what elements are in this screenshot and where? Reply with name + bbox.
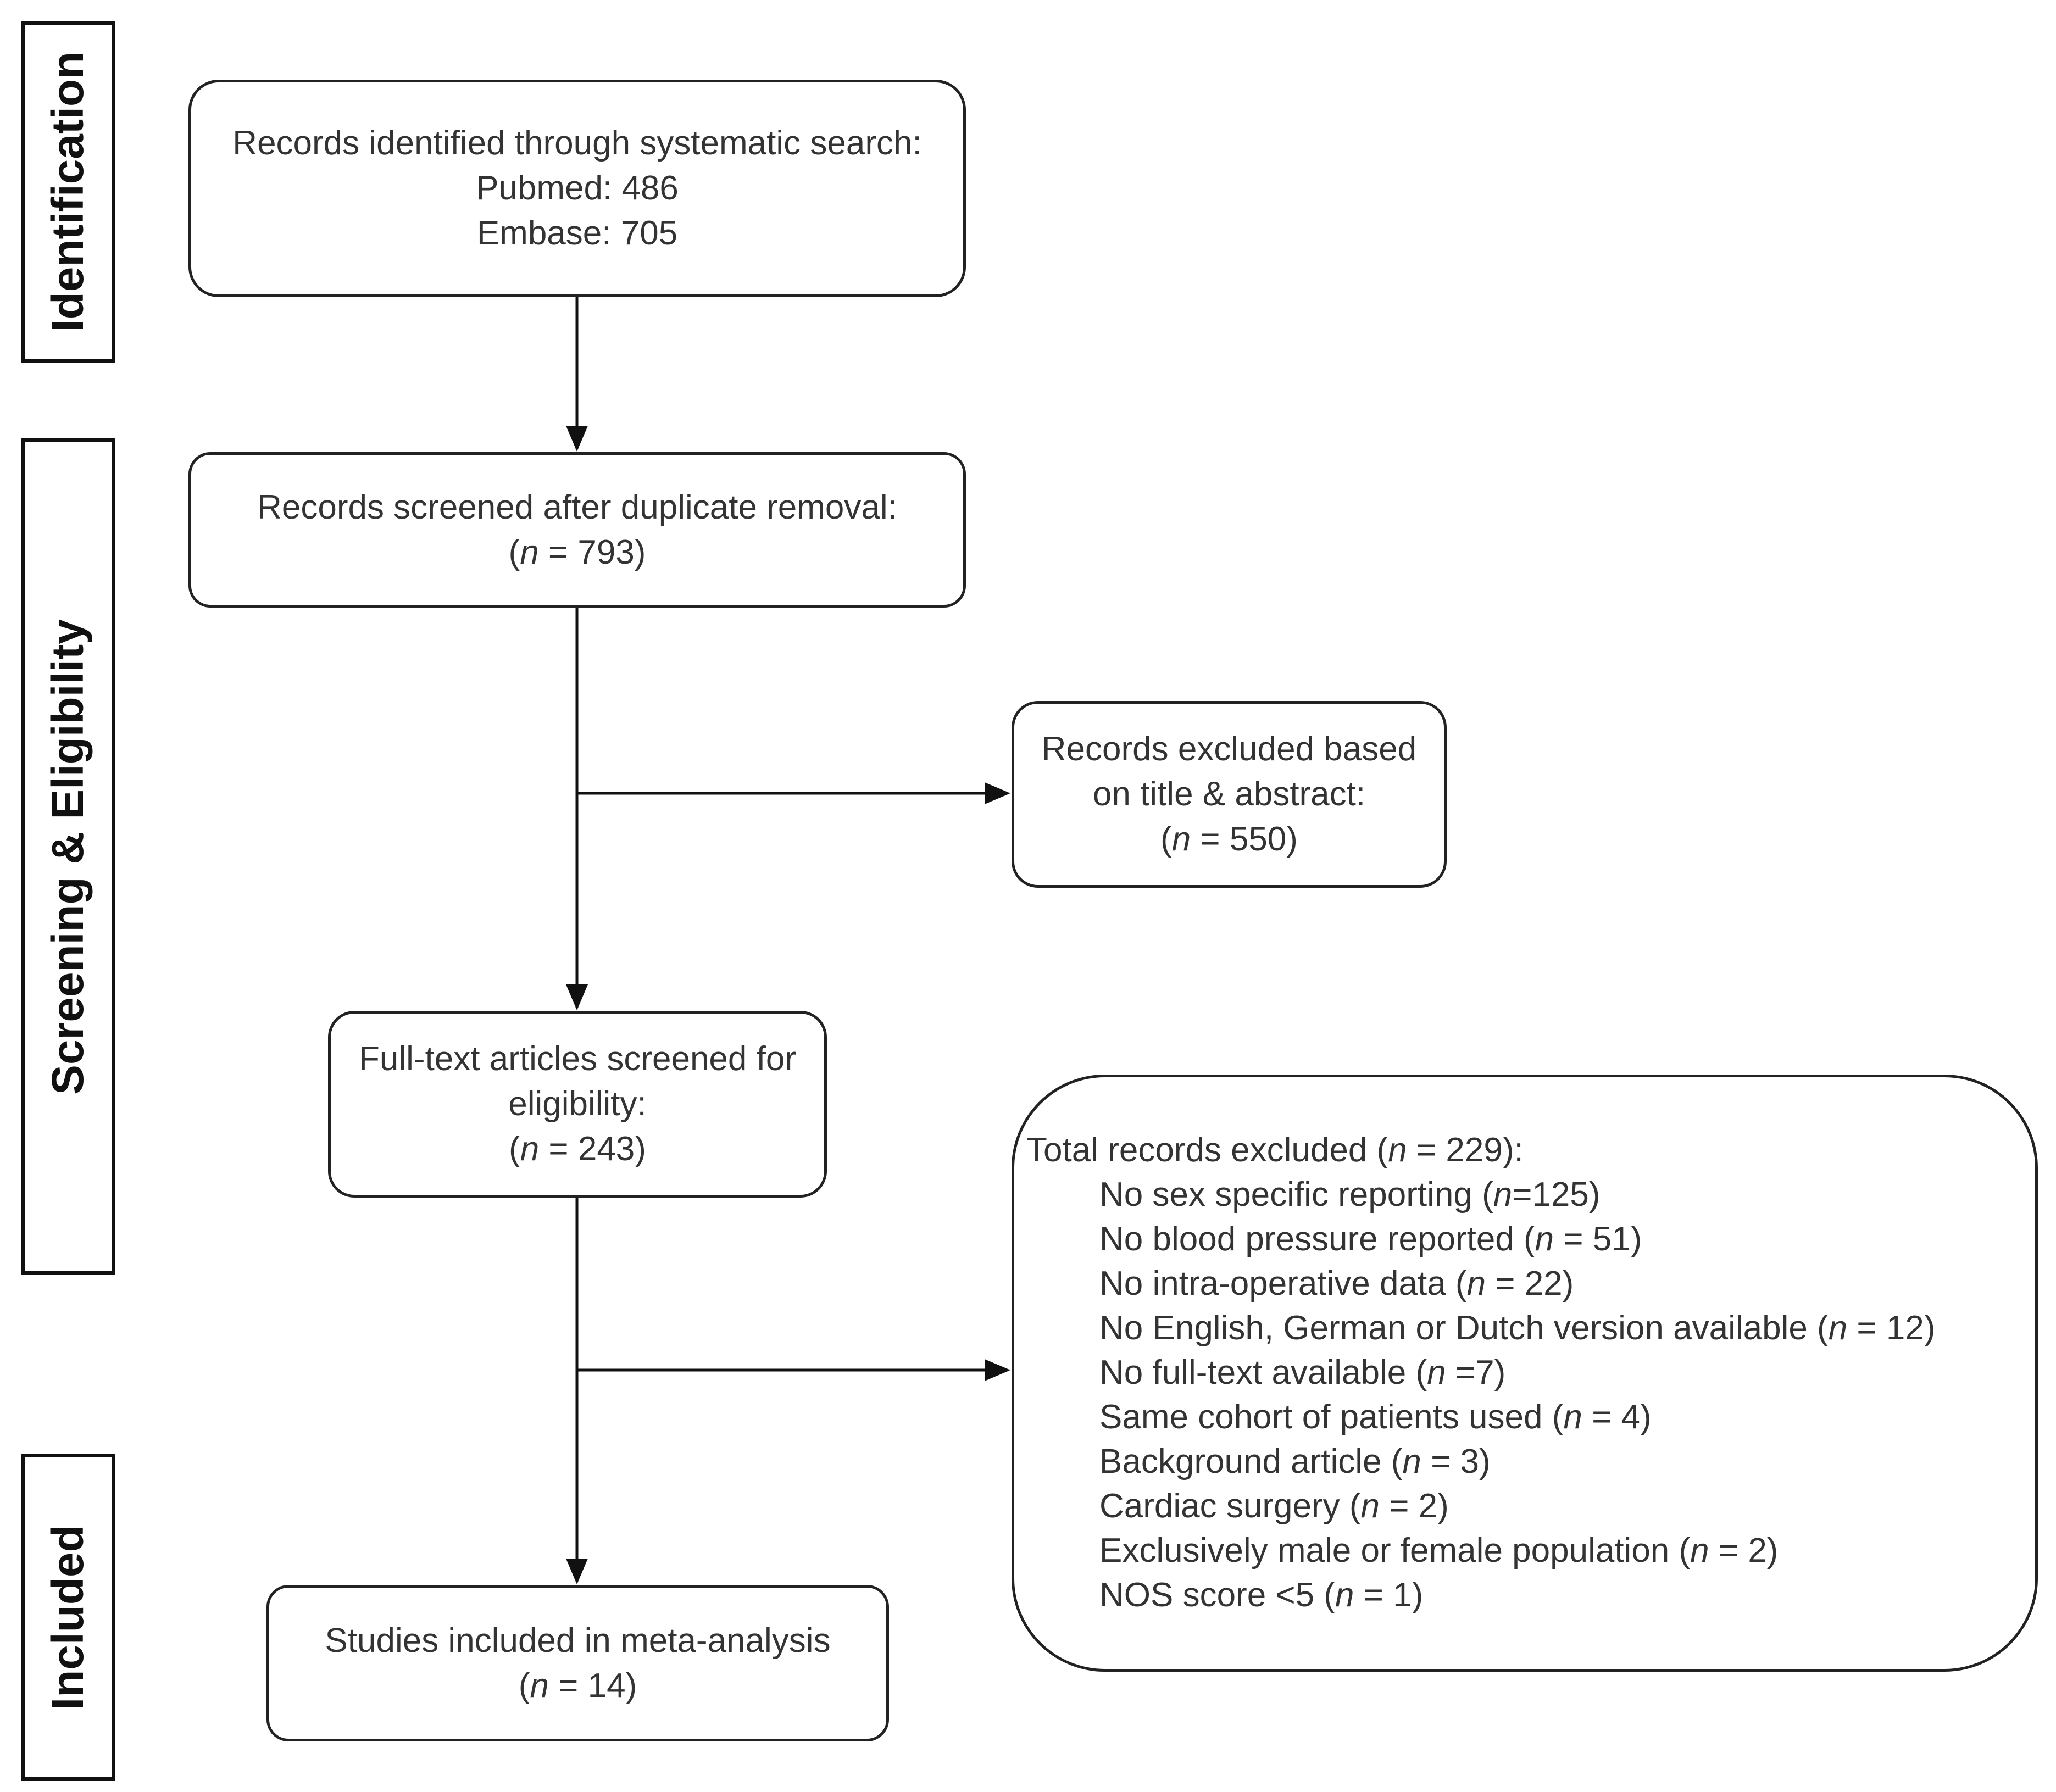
excluded-title-abstract-box: Records excluded based on title & abstra…: [1012, 701, 1447, 888]
total-excluded-box: Total records excluded (n = 229): No sex…: [1012, 1075, 2038, 1672]
screened-heading: Records screened after duplicate removal…: [257, 488, 897, 526]
pubmed-count: Pubmed: 486: [476, 169, 679, 207]
exclusion-reason: Background article (n = 3): [1099, 1443, 1491, 1481]
included-n: 14: [587, 1666, 626, 1705]
included-heading: Studies included in meta-analysis: [325, 1621, 831, 1660]
phase-screening-eligibility: Screening & Eligibility: [21, 438, 115, 1275]
exclusion-reasons-list: No sex specific reporting (n=125) No blo…: [1099, 1172, 1935, 1617]
exclusion-reason: NOS score <5 (n = 1): [1099, 1576, 1424, 1614]
excluded-title-line1: Records excluded based: [1041, 730, 1417, 768]
n-symbol: n: [1388, 1131, 1407, 1169]
n-symbol: n: [520, 1130, 540, 1168]
records-screened-box: Records screened after duplicate removal…: [188, 452, 966, 608]
exclusion-reason: Cardiac surgery (n = 2): [1099, 1487, 1449, 1525]
screened-count: (n = 793): [508, 533, 646, 571]
total-n: 229: [1446, 1131, 1503, 1169]
fulltext-n: 243: [577, 1130, 635, 1168]
studies-included-box: Studies included in meta-analysis (n = 1…: [266, 1585, 889, 1741]
n-symbol: n: [520, 533, 539, 571]
arrowhead-excluded-title: [985, 782, 1010, 804]
included-count: (n = 14): [518, 1666, 637, 1705]
records-identified-box: Records identified through systematic se…: [188, 80, 966, 297]
arrowhead-included: [566, 1559, 588, 1584]
excluded-title-n: 550: [1229, 820, 1287, 858]
excluded-title-line2: on title & abstract:: [1092, 775, 1366, 813]
total-suffix: ):: [1502, 1131, 1524, 1169]
n-symbol: n: [1171, 820, 1191, 858]
phase-included: Included: [21, 1454, 115, 1781]
identified-heading: Records identified through systematic se…: [232, 124, 922, 162]
fulltext-screened-box: Full-text articles screened for eligibil…: [328, 1011, 827, 1198]
fulltext-count: (n = 243): [509, 1130, 646, 1168]
arrowhead-fulltext: [566, 984, 588, 1010]
n-symbol: n: [530, 1666, 549, 1705]
exclusion-reason: No English, German or Dutch version avai…: [1099, 1309, 1936, 1347]
arrowhead-total-excluded: [985, 1359, 1010, 1381]
total-prefix: Total records excluded (: [1026, 1131, 1388, 1169]
exclusion-reason: Same cohort of patients used (n = 4): [1099, 1398, 1652, 1436]
screened-n: 793: [577, 533, 635, 571]
arrowhead-screened: [566, 426, 588, 452]
exclusion-reason: No full-text available (n =7): [1099, 1354, 1506, 1392]
phase-identification: Identification: [21, 21, 115, 363]
fulltext-line1: Full-text articles screened for: [359, 1040, 796, 1078]
fulltext-line2: eligibility:: [508, 1085, 647, 1123]
embase-count: Embase: 705: [476, 214, 678, 252]
total-excluded-heading: Total records excluded (n = 229):: [1026, 1131, 1524, 1169]
exclusion-reason: Exclusively male or female population (n…: [1099, 1532, 1779, 1570]
exclusion-reason: No sex specific reporting (n=125): [1099, 1176, 1601, 1214]
exclusion-reason: No blood pressure reported (n = 51): [1099, 1220, 1642, 1258]
excluded-title-count: (n = 550): [1160, 820, 1298, 858]
exclusion-reason: No intra-operative data (n = 22): [1099, 1265, 1574, 1303]
